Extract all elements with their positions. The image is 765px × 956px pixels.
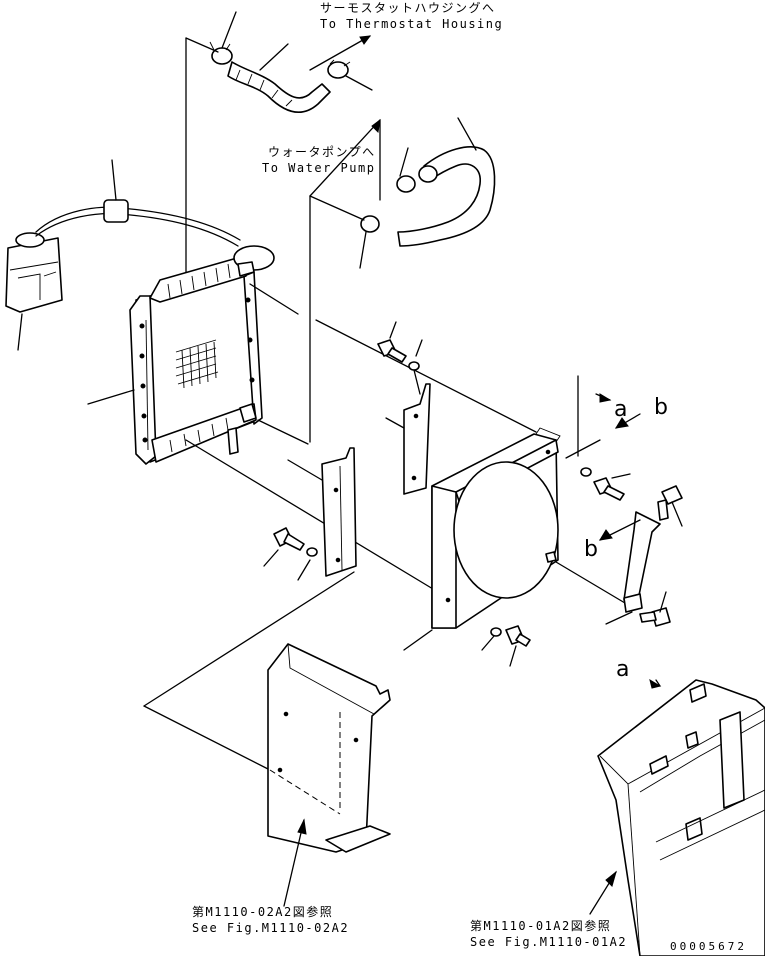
waterpump-label-en: To Water Pump (262, 161, 375, 175)
bolt-left (273, 527, 305, 551)
lower-hose-group (309, 117, 496, 443)
upper-hose-clamp-right (327, 61, 349, 79)
tube-clip (103, 199, 129, 223)
lower-cover-group (267, 643, 391, 907)
washer-upper (408, 361, 420, 371)
overflow-tube (35, 206, 241, 241)
ref-frame-label-jp: 第M1110-01A2図参照 (470, 918, 611, 933)
drawing-number: 00005672 (670, 940, 747, 953)
side-bracket-left (321, 447, 357, 577)
fan-shroud-group (403, 427, 631, 667)
thermostat-label-en: To Thermostat Housing (320, 17, 503, 31)
right-fasteners (565, 375, 662, 689)
left-bracket-group (143, 447, 357, 771)
stay-bolt-top (657, 485, 683, 521)
lower-hose-clamp-lower (360, 215, 380, 233)
view-a-marker-lower: a (616, 657, 629, 682)
ref-cover-label-en: See Fig.M1110-02A2 (192, 921, 349, 935)
reservoir-tank-group (5, 159, 241, 351)
thermostat-label-jp: サーモスタットハウジングへ (320, 1, 496, 15)
fan-shroud-opening (453, 461, 559, 599)
ref-cover-label-jp: 第M1110-02A2図参照 (192, 904, 333, 919)
side-bracket-right (403, 383, 431, 495)
washer-right (580, 467, 592, 477)
stay-group (599, 485, 683, 627)
bolt-lower (505, 625, 531, 647)
lower-hose-clamp-upper (396, 175, 416, 193)
view-b-marker-lower: b (584, 537, 598, 562)
ref-frame-label-en: See Fig.M1110-01A2 (470, 935, 627, 949)
water-pump-hose-end (418, 165, 438, 183)
right-bracket-group (377, 321, 431, 495)
bolt-right (593, 477, 625, 501)
upper-hose (227, 61, 331, 113)
radiator-group (87, 245, 537, 593)
lower-hose (397, 146, 496, 247)
reservoir-cap (15, 232, 45, 248)
washer-lower (490, 627, 502, 637)
view-a-marker-upper: a (614, 397, 627, 422)
upper-hose-group (185, 11, 373, 311)
waterpump-label-jp: ウォータポンプへ (268, 145, 376, 159)
stay-bolt-bottom (639, 607, 671, 627)
frame-group (589, 679, 765, 956)
bolt-upper (377, 339, 407, 363)
lower-cover (267, 643, 391, 853)
washer-left (306, 547, 318, 557)
view-b-marker-upper: b (654, 395, 668, 420)
